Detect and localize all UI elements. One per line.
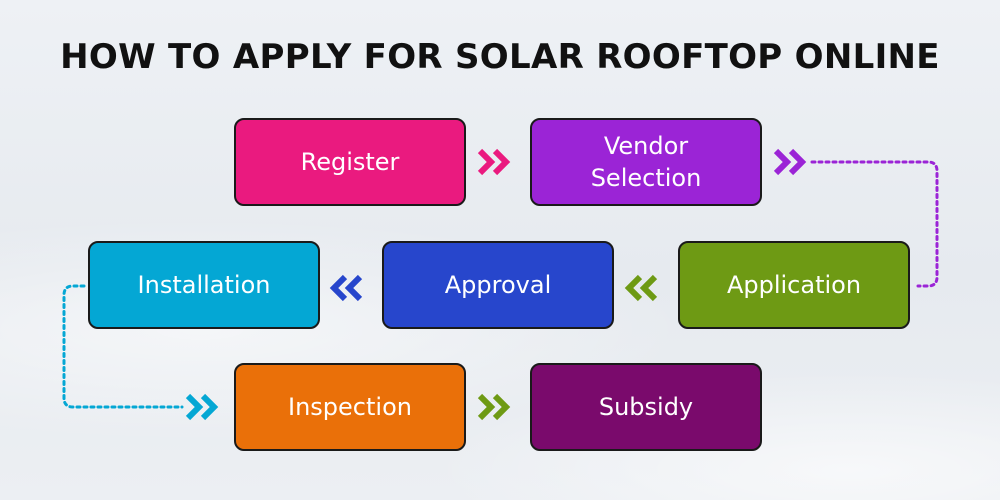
page-title: HOW TO APPLY FOR SOLAR ROOFTOP ONLINE — [60, 37, 940, 77]
double-chevron-right-icon — [477, 393, 511, 421]
double-chevron-right-icon — [477, 148, 511, 176]
step-inspection: Inspection — [234, 363, 466, 451]
double-chevron-right-icon — [185, 393, 219, 421]
double-chevron-right-icon — [773, 148, 807, 176]
step-application: Application — [678, 241, 910, 329]
step-register: Register — [234, 118, 466, 206]
step-approval: Approval — [382, 241, 614, 329]
step-installation: Installation — [88, 241, 320, 329]
step-vendor-selection: Vendor Selection — [530, 118, 762, 206]
step-subsidy: Subsidy — [530, 363, 762, 451]
dotted-connector-vendor-to-application — [810, 160, 939, 288]
double-chevron-left-icon — [329, 274, 363, 302]
double-chevron-left-icon — [624, 274, 658, 302]
dotted-connector-installation-to-inspection — [62, 284, 184, 409]
